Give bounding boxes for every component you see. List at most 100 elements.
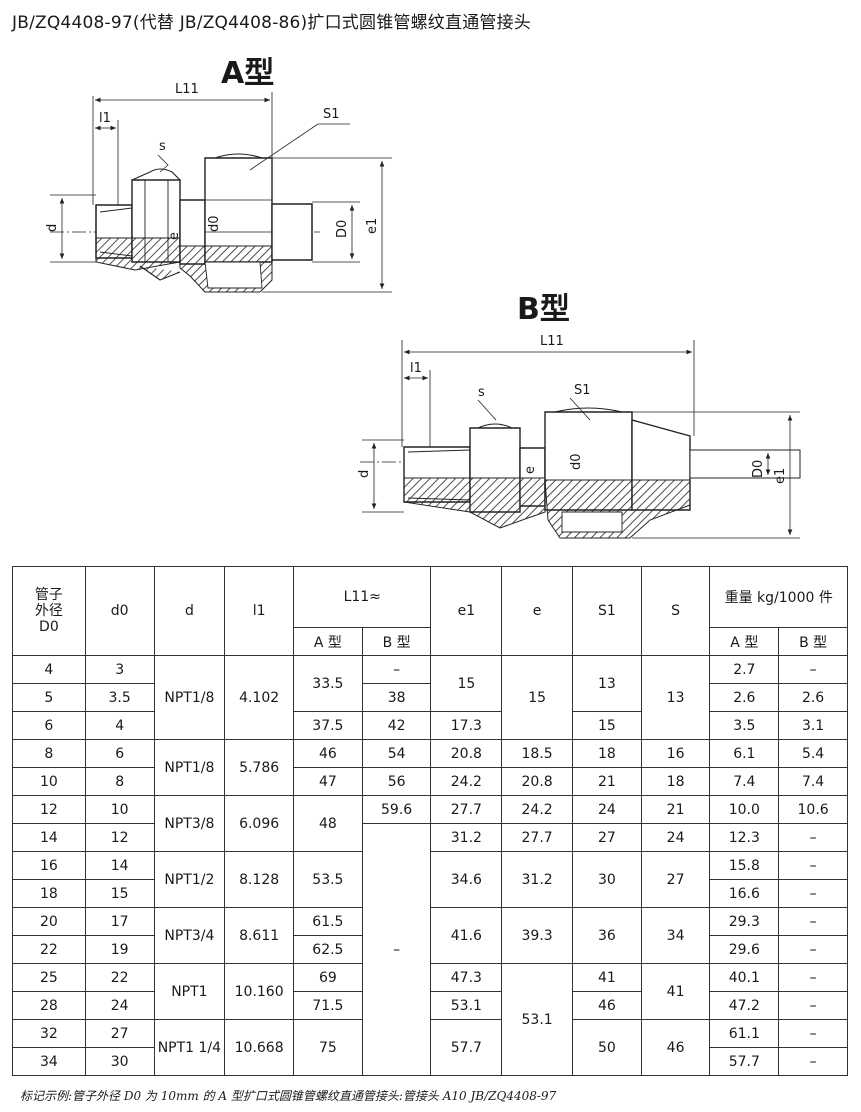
table-row: 6 4 37.5 42 17.3 15 3.5 3.1 (12, 711, 848, 740)
drawing-type-b-labels: L11 l1 s S1 d e d0 D0 e1 (357, 334, 788, 484)
cell-S: 27 (640, 851, 711, 908)
table-row: 18 15 16.6 – (12, 879, 848, 908)
cell-weight-B: – (778, 963, 848, 992)
cell-l1: 6.096 (224, 795, 294, 852)
cell-d0: 27 (84, 1019, 155, 1048)
cell-l1: 8.611 (224, 907, 294, 964)
cell-d0: 19 (84, 935, 155, 964)
cell-S1: 50 (571, 1019, 642, 1076)
cell-weight-A: 2.6 (709, 683, 780, 712)
cell-d0: 15 (84, 879, 155, 908)
drawing-type-b (360, 340, 801, 539)
cell-d: NPT1 1/4 (153, 1019, 226, 1076)
cell-e1: 17.3 (430, 711, 503, 740)
table-row: 5 3.5 38 2.6 2.6 (12, 683, 848, 712)
header-d0: d0 (84, 566, 155, 656)
cell-S: 18 (640, 767, 711, 796)
cell-L11-B: 54 (361, 739, 432, 768)
cell-L11-B: – (361, 823, 432, 1076)
cell-e1: 27.7 (430, 795, 503, 824)
cell-e: 20.8 (501, 767, 573, 796)
cell-weight-A: 61.1 (709, 1019, 780, 1048)
cell-e1: 34.6 (430, 851, 503, 908)
cell-weight-A: 15.8 (709, 851, 780, 880)
cell-l1: 10.160 (224, 963, 294, 1020)
b-dim-D0: D0 (751, 460, 766, 478)
cell-e: 24.2 (501, 795, 573, 824)
a-dim-l1: l1 (99, 111, 111, 126)
cell-L11-A: 62.5 (293, 935, 363, 964)
cell-d0: 6 (84, 739, 155, 768)
cell-S1: 46 (571, 991, 642, 1020)
header-weight-A: A 型 (709, 627, 780, 656)
header-L11-A: A 型 (293, 627, 363, 656)
cell-L11-A: 69 (293, 963, 363, 992)
page-title: JB/ZQ4408-97(代替 JB/ZQ4408-86)扩口式圆锥管螺纹直通管… (12, 13, 531, 33)
header-e1: e1 (430, 566, 503, 656)
cell-D0: 12 (12, 795, 86, 824)
table-row: 12 10 NPT3/8 6.096 48 59.6 27.7 24.2 24 … (12, 795, 848, 852)
header-d: d (153, 566, 226, 656)
cell-e1: 57.7 (430, 1019, 503, 1076)
cell-D0: 22 (12, 935, 86, 964)
cell-e: 15 (501, 655, 573, 740)
cell-weight-B: – (778, 935, 848, 964)
b-dim-L11: L11 (540, 334, 564, 349)
a-dim-s: s (159, 139, 166, 154)
cell-L11-A: 75 (293, 1019, 363, 1076)
header-S1: S1 (571, 566, 642, 656)
table-row: 22 19 62.5 29.6 – (12, 935, 848, 964)
b-dim-d: d (357, 470, 372, 478)
cell-L11-A: 61.5 (293, 907, 363, 936)
b-dim-s: s (478, 385, 485, 400)
header-L11-B: B 型 (361, 627, 432, 656)
cell-l1: 4.102 (224, 655, 294, 740)
cell-S1: 13 (571, 655, 642, 712)
cell-D0: 25 (12, 963, 86, 992)
cell-e1: 47.3 (430, 963, 503, 992)
cell-weight-B: 10.6 (778, 795, 848, 824)
header-D0-line1: 管子 (34, 587, 63, 603)
header-e: e (501, 566, 573, 656)
cell-e1: 31.2 (430, 823, 503, 852)
cell-e1: 41.6 (430, 907, 503, 964)
cell-d0: 24 (84, 991, 155, 1020)
cell-e: 27.7 (501, 823, 573, 852)
cell-S: 46 (640, 1019, 711, 1076)
cell-S1: 18 (571, 739, 642, 768)
cell-d: NPT1/2 (153, 851, 226, 908)
cell-D0: 16 (12, 851, 86, 880)
cell-weight-A: 16.6 (709, 879, 780, 908)
cell-S: 16 (640, 739, 711, 768)
b-dim-e: e (523, 466, 538, 474)
cell-S: 41 (640, 963, 711, 1020)
cell-D0: 32 (12, 1019, 86, 1048)
table-row: 8 6 NPT1/8 5.786 46 54 20.8 18.5 18 16 6… (12, 739, 848, 796)
table-row: 16 14 NPT1/2 8.128 53.5 34.6 31.2 30 27 … (12, 851, 848, 908)
cell-weight-A: 29.3 (709, 907, 780, 936)
cell-S1: 41 (571, 963, 642, 992)
b-dim-d0: d0 (569, 453, 584, 470)
cell-S: 34 (640, 907, 711, 964)
cell-d0: 17 (84, 907, 155, 936)
a-dim-D0: D0 (335, 220, 350, 238)
cell-d0: 4 (84, 711, 155, 740)
cell-e: 31.2 (501, 851, 573, 908)
header-weight: 重量 kg/1000 件 (709, 566, 848, 628)
cell-D0: 28 (12, 991, 86, 1020)
cell-weight-A: 29.6 (709, 935, 780, 964)
cell-e: 39.3 (501, 907, 573, 964)
header-S: S (640, 566, 711, 656)
header-L11: L11≈ (292, 566, 432, 628)
cell-weight-A: 47.2 (709, 991, 780, 1020)
cell-d: NPT3/4 (153, 907, 226, 964)
cell-l1: 8.128 (224, 851, 294, 908)
header-D0: 管子 外径 D0 (12, 566, 86, 656)
cell-l1: 10.668 (224, 1019, 294, 1076)
table-row: 4 3 NPT1/8 4.102 33.5 – 15 15 13 13 2.7 … (12, 655, 848, 740)
cell-d0: 14 (84, 851, 155, 880)
cell-weight-B: – (778, 1047, 848, 1076)
cell-weight-A: 7.4 (709, 767, 780, 796)
table-row: 28 24 71.5 53.1 46 47.2 – (12, 991, 848, 1020)
cell-L11-A: 46 (293, 739, 363, 768)
